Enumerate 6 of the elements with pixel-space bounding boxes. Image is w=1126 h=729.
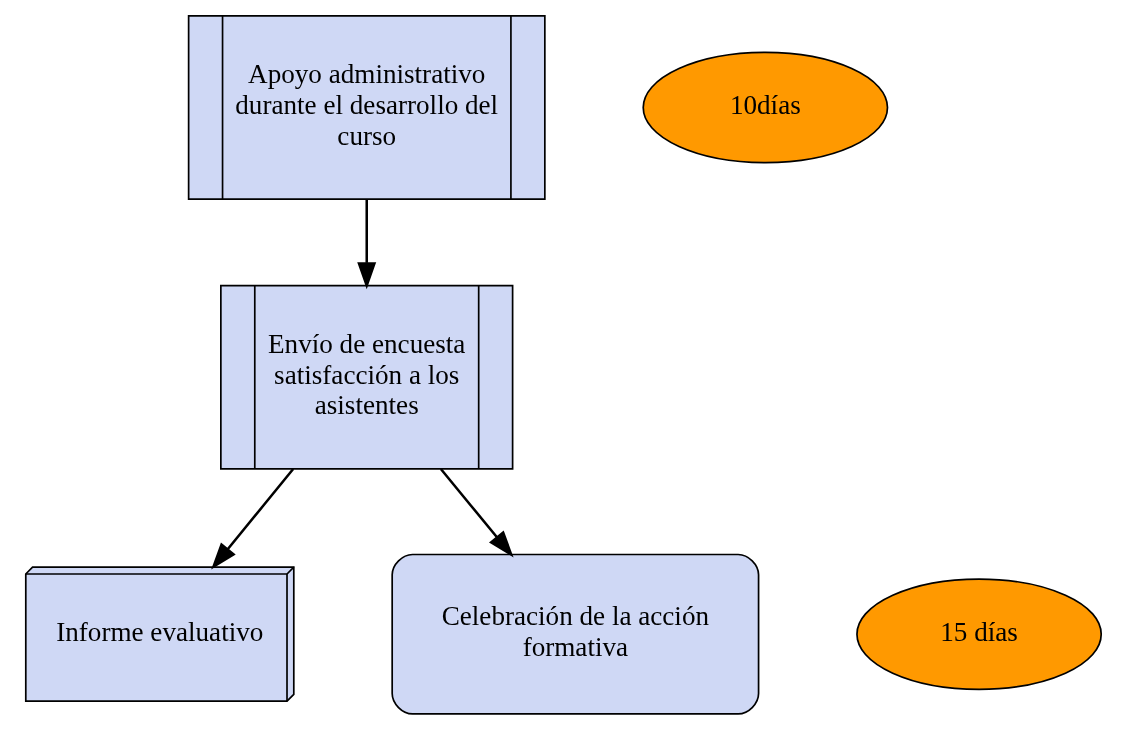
arrow	[439, 468, 514, 558]
node-ellipse: 15 días	[855, 578, 1102, 691]
node-box: Celebración de la acción formativa	[390, 553, 759, 715]
arrow	[356, 199, 376, 290]
node-ellipse: 10días	[641, 51, 888, 164]
arrow	[210, 468, 294, 570]
